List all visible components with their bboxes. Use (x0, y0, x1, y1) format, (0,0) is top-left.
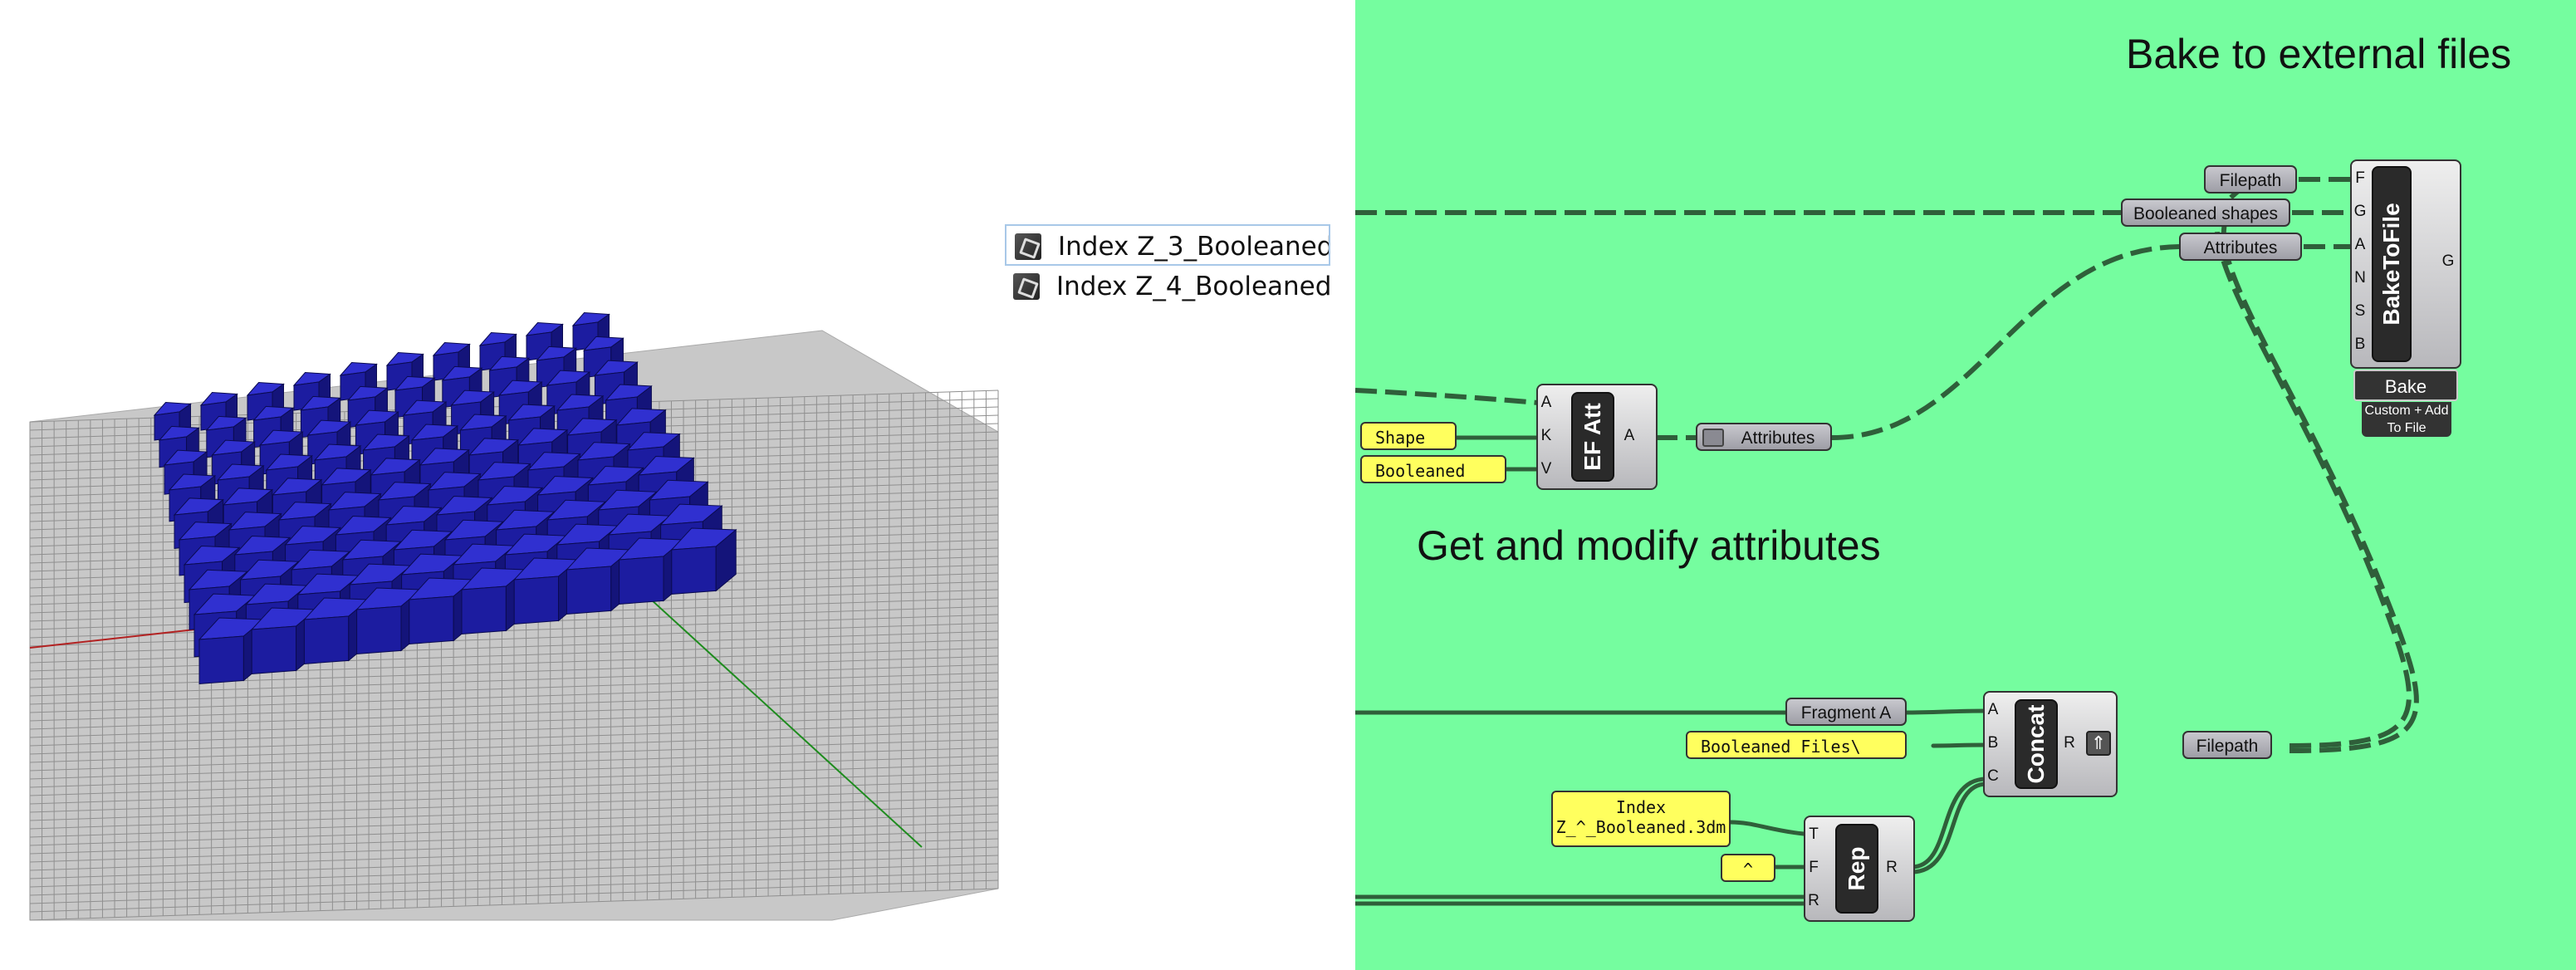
caret-panel[interactable]: ^ (1721, 854, 1775, 882)
port-b[interactable]: B (2354, 336, 2366, 353)
group-title-attributes: Get and modify attributes (1417, 522, 1881, 569)
wire (2213, 177, 2412, 748)
shape-panel[interactable]: Shape (1360, 422, 1457, 450)
file-item-z3[interactable]: Index Z_3_Booleaned.3d (1005, 224, 1330, 266)
index-template-panel[interactable]: Index Z_^_Booleaned.3dm (1551, 791, 1731, 847)
file-list: Index Z_3_Booleaned.3d Index Z_4_Boolean… (1005, 224, 1330, 307)
wire (1931, 742, 1989, 748)
param-label: Fragment A (1800, 703, 1892, 723)
wire (1909, 781, 1989, 874)
bake-button[interactable]: Bake (2353, 370, 2458, 401)
component-core: EF Att (1571, 392, 1614, 482)
file-item-z4[interactable]: Index Z_4_Booleaned.3d (1005, 266, 1330, 307)
panel-text: ^ (1742, 860, 1754, 879)
box-9-3-front (356, 605, 402, 654)
param-label: Filepath (2196, 737, 2259, 756)
box-9-5-front (461, 585, 507, 634)
viewport-scene (29, 311, 999, 921)
wire (1909, 776, 1989, 870)
box-9-7-front (566, 566, 612, 615)
port-r[interactable]: R (1808, 892, 1819, 909)
component-name: EF Att (1579, 403, 1605, 471)
rep-component[interactable]: T F R Rep R (1804, 816, 1915, 922)
attributes-param-top[interactable]: Attributes (2179, 233, 2302, 261)
port-t[interactable]: T (1809, 825, 1819, 843)
component-core: Concat (2015, 699, 2058, 789)
y-axis (630, 581, 923, 848)
param-icon (1702, 429, 1724, 447)
box-9-9-side (715, 528, 737, 592)
port-f[interactable]: F (1809, 859, 1819, 876)
note-line: Custom (2364, 404, 2411, 418)
fragment-a-param[interactable]: Fragment A (1785, 698, 1907, 726)
wire (1831, 244, 2180, 440)
filepath-param-top[interactable]: Filepath (2204, 165, 2297, 194)
port-n[interactable]: N (2354, 269, 2366, 287)
component-core: BakeToFile (2372, 166, 2412, 362)
port-a[interactable]: A (1540, 394, 1552, 411)
preview-toggle-icon[interactable]: ⇑ (2086, 731, 2111, 756)
box-9-6-front (513, 576, 560, 625)
note-line: + Add To File (2387, 404, 2449, 435)
box-9-2-front (303, 615, 350, 664)
port-v[interactable]: V (1540, 460, 1552, 478)
wire (2221, 220, 2419, 753)
file-name: Index Z_4_Booleaned.3d (1056, 272, 1330, 301)
file-name: Index Z_3_Booleaned.3d (1058, 232, 1329, 262)
ef-att-component[interactable]: A K V EF Att A (1536, 384, 1658, 490)
wire (1901, 708, 1989, 715)
box-9-9-front (671, 546, 717, 595)
booleaned-shapes-param[interactable]: Booleaned shapes (2121, 198, 2290, 227)
param-label: Attributes (2203, 238, 2278, 257)
panel-text: Index (1615, 797, 1667, 817)
port-s[interactable]: S (2354, 302, 2366, 320)
component-name: Rep (1844, 846, 1869, 891)
param-label: Booleaned shapes (2133, 204, 2278, 223)
panel-text: Shape (1375, 428, 1426, 448)
port-c[interactable]: C (1987, 767, 1999, 785)
box-9-1-front (251, 625, 297, 674)
panel-text: Booleaned (1375, 461, 1466, 481)
rhino-file-icon (1013, 273, 1040, 300)
bake-to-file-component[interactable]: F G A N S B BakeToFile G (2350, 159, 2461, 369)
booleaned-files-panel[interactable]: Booleaned Files\ (1686, 731, 1907, 759)
panel-text: Booleaned Files\ (1701, 737, 1861, 757)
rhino-file-icon (1015, 233, 1041, 260)
concat-component[interactable]: A B C Concat R ⇑ (1983, 691, 2118, 797)
filepath-param-bottom[interactable]: Filepath (2182, 731, 2272, 759)
rhino-viewport[interactable]: Index Z_3_Booleaned.3d Index Z_4_Boolean… (0, 0, 1355, 970)
port-r-out[interactable]: R (2064, 734, 2075, 752)
bake-mode-note: Custom + Add To File (2362, 402, 2451, 437)
port-g[interactable]: G (2353, 203, 2367, 220)
port-b[interactable]: B (1987, 734, 1999, 752)
group-title-bake: Bake to external files (2126, 31, 2512, 77)
box-9-8-front (619, 556, 664, 605)
component-core: Rep (1835, 824, 1878, 914)
port-a-out[interactable]: A (1623, 427, 1635, 444)
port-k[interactable]: K (1540, 427, 1552, 444)
param-label: Attributes (1741, 429, 1815, 448)
wire-layer (1355, 177, 2419, 906)
box-9-4-front (409, 595, 454, 644)
port-r-out[interactable]: R (1886, 859, 1898, 876)
panel-text: Z_^_Booleaned.3dm (1555, 817, 1726, 837)
component-name: BakeToFile (2378, 203, 2404, 326)
grasshopper-canvas[interactable]: Bake to external files Get and modify at… (1355, 0, 2576, 970)
wire (1728, 820, 1806, 836)
box-9-0-front (198, 635, 244, 684)
component-name: Concat (2023, 704, 2049, 784)
port-g-out[interactable]: G (2441, 252, 2455, 270)
port-a[interactable]: A (1987, 701, 1999, 718)
port-a[interactable]: A (2354, 236, 2366, 253)
port-f[interactable]: F (2355, 169, 2365, 187)
param-label: Filepath (2219, 171, 2282, 190)
attributes-param-mid[interactable]: Attributes (1696, 423, 1832, 451)
wire (1355, 388, 1539, 405)
booleaned-panel[interactable]: Booleaned (1360, 455, 1506, 483)
